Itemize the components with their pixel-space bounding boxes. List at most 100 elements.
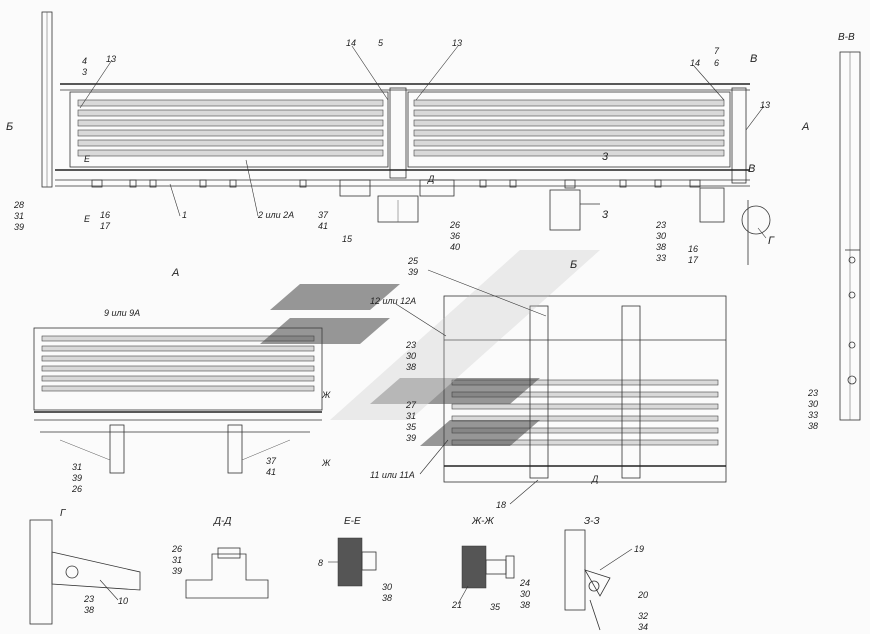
marker-b-left: Б (6, 121, 13, 133)
callout-23a: 23 (655, 220, 666, 230)
marker-v-side: В (748, 163, 755, 175)
callout-11: 11 или 11А (370, 470, 415, 480)
callout-39b: 39 (72, 473, 82, 483)
callout-37a: 37 (318, 210, 329, 220)
callout-14b: 14 (690, 58, 700, 68)
view-bb (839, 51, 861, 421)
callout-21: 21 (451, 600, 462, 610)
callout-17a: 17 (100, 221, 111, 231)
callout-5: 5 (378, 38, 384, 48)
callout-23c: 23 (807, 388, 818, 398)
title-zhzh: Ж-Ж (471, 516, 495, 527)
callout-41b: 41 (266, 467, 276, 477)
callout-37b: 37 (266, 456, 277, 466)
title-ee: Е-Е (344, 516, 361, 527)
callout-20: 20 (637, 590, 648, 600)
callout-39d: 39 (406, 433, 416, 443)
marker-d-left: Д (427, 174, 435, 184)
callout-16a: 16 (100, 210, 110, 220)
callout-24: 24 (519, 578, 530, 588)
callout-35b: 35 (490, 602, 501, 612)
callout-23d: 23 (83, 594, 94, 604)
callout-1: 1 (182, 210, 187, 220)
main-side-view (41, 11, 771, 265)
callout-41a: 41 (318, 221, 328, 231)
callout-38d: 38 (84, 605, 94, 615)
marker-v-top: В (750, 53, 757, 65)
callout-40: 40 (450, 242, 460, 252)
callout-34: 34 (638, 622, 648, 632)
callout-13b: 13 (452, 38, 462, 48)
marker-z-bottom: 3 (602, 209, 609, 221)
title-bb: В-В (838, 32, 855, 43)
callout-36: 36 (450, 231, 460, 241)
callout-23b: 23 (405, 340, 416, 350)
callout-15: 15 (342, 234, 353, 244)
callout-30a: 30 (656, 231, 666, 241)
callout-28: 28 (13, 200, 24, 210)
callout-38e: 38 (382, 593, 392, 603)
callout-31c: 31 (406, 411, 416, 421)
callout-33b: 33 (808, 410, 818, 420)
marker-d-right: Д (591, 474, 599, 484)
detail-zhzh (461, 545, 515, 589)
callout-30b: 30 (406, 351, 416, 361)
callout-31b: 31 (72, 462, 82, 472)
title-g: Г (60, 508, 67, 519)
marker-g-right: Г (768, 235, 775, 247)
leader-lines (79, 45, 767, 605)
callout-30c: 30 (808, 399, 818, 409)
callout-26b: 26 (71, 484, 82, 494)
callout-39e: 39 (172, 566, 182, 576)
callout-39c: 39 (408, 267, 418, 277)
view-a (33, 327, 323, 474)
callout-38c: 38 (808, 421, 818, 431)
callout-16b: 16 (688, 244, 698, 254)
marker-zh-bottom: Ж (321, 458, 331, 468)
callout-10: 10 (118, 596, 128, 606)
callout-39a: 39 (14, 222, 24, 232)
watermark-logo (260, 250, 600, 446)
detail-g (29, 519, 141, 625)
callout-38f: 38 (520, 600, 530, 610)
callout-30d: 30 (382, 582, 392, 592)
callout-19: 19 (634, 544, 644, 554)
detail-ee (337, 537, 377, 587)
callout-8: 8 (318, 558, 323, 568)
title-a: А (171, 267, 179, 279)
title-zz: З-З (584, 516, 600, 527)
marker-e-left: Е (84, 154, 91, 164)
callout-27: 27 (405, 400, 417, 410)
callout-31d: 31 (172, 555, 182, 565)
callout-30e: 30 (520, 589, 530, 599)
marker-zh-right: Ж (321, 390, 331, 400)
callout-31a: 31 (14, 211, 24, 221)
callout-33a: 33 (656, 253, 666, 263)
callout-14a: 14 (346, 38, 356, 48)
callout-13a: 13 (106, 54, 116, 64)
callout-17b: 17 (688, 255, 699, 265)
callout-6: 6 (714, 58, 719, 68)
callout-32: 32 (638, 611, 648, 621)
callout-25: 25 (407, 256, 419, 266)
marker-z-top: 3 (602, 151, 609, 163)
callout-26a: 26 (449, 220, 460, 230)
title-dd: Д-Д (213, 516, 231, 527)
detail-zz (564, 529, 611, 631)
callout-7: 7 (714, 46, 720, 56)
marker-e-bottom: Е (84, 214, 91, 224)
detail-dd (185, 547, 269, 599)
callout-4: 4 (82, 56, 87, 66)
callout-38a: 38 (656, 242, 666, 252)
callout-3: 3 (82, 67, 87, 77)
marker-a-right: А (801, 121, 809, 133)
title-b: Б (570, 259, 577, 271)
callout-12: 12 или 12А (370, 296, 416, 306)
callout-26c: 26 (171, 544, 182, 554)
callout-9: 9 или 9А (104, 308, 140, 318)
callout-18: 18 (496, 500, 506, 510)
callout-13c: 13 (760, 100, 770, 110)
callout-35a: 35 (406, 422, 417, 432)
